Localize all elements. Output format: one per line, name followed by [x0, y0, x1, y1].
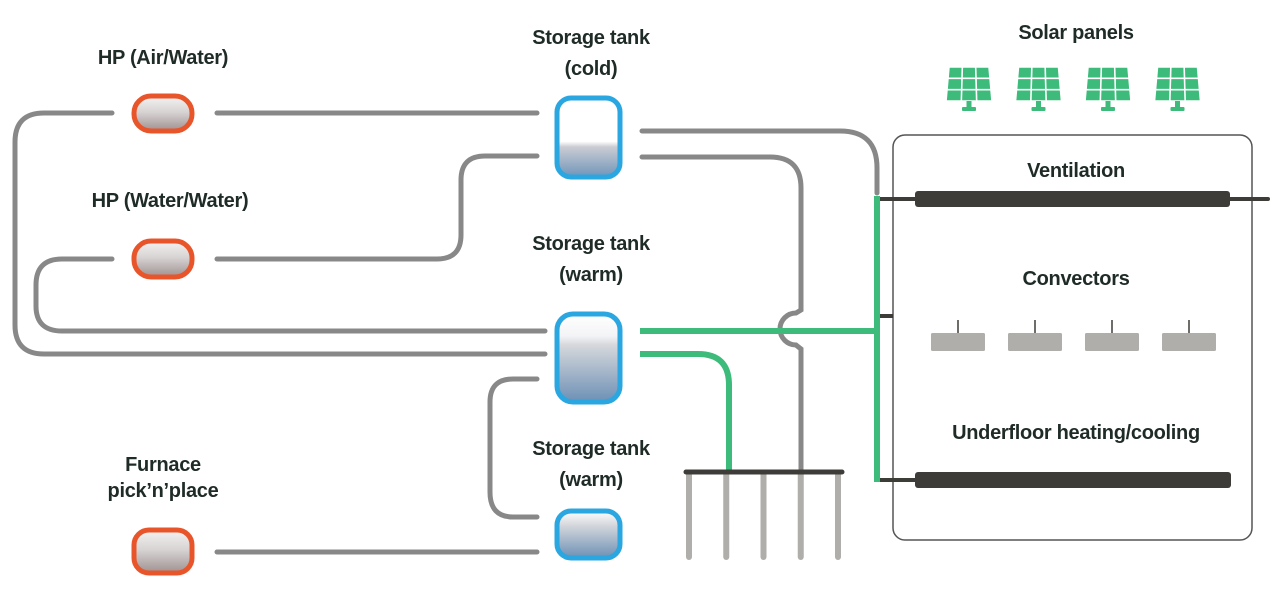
- label-text: (warm): [559, 469, 623, 491]
- storage-tank-warm-small-icon[interactable]: [554, 508, 623, 561]
- convector-icon[interactable]: [1162, 320, 1216, 351]
- convector-icon[interactable]: [1085, 320, 1139, 351]
- hp-air-water-label: HP (Air/Water): [97, 43, 229, 74]
- label-text: HP (Water/Water): [91, 190, 249, 212]
- heat-pump-icon[interactable]: [131, 238, 195, 280]
- grey-pipes: [12, 110, 880, 555]
- storage-tank-warm-icon[interactable]: [554, 311, 623, 405]
- label-text: Ventilation: [1027, 160, 1125, 182]
- pipe-warm-tank-bracket: [487, 376, 540, 520]
- label-text: Storage tank: [532, 233, 650, 255]
- pipe-hp-water-inner-loop: [33, 256, 548, 334]
- storage-tank-warm-small-label: Storage tank (warm): [532, 434, 650, 496]
- storage-tank-warm-label: Storage tank (warm): [532, 229, 650, 291]
- heat-pump-icon[interactable]: [131, 93, 195, 134]
- label-text: Storage tank: [532, 438, 650, 460]
- hp-water-water-label: HP (Water/Water): [92, 186, 249, 217]
- ground-probes: [683, 469, 845, 560]
- solar-panel-icon: [946, 67, 992, 111]
- convector-icon[interactable]: [931, 320, 985, 351]
- label-text: HP (Air/Water): [97, 47, 229, 69]
- convectors: [931, 320, 1216, 351]
- ventilation-unit[interactable]: [915, 191, 1230, 207]
- label-text: (cold): [564, 58, 618, 80]
- label-text: Furnace: [125, 454, 201, 476]
- storage-tank-cold-icon[interactable]: [554, 95, 623, 180]
- solar-panel-icon: [1016, 67, 1061, 111]
- label-text: Solar panels: [1018, 22, 1134, 44]
- pipe-hp-air-outer-loop: [12, 110, 548, 357]
- solar-panels: [946, 67, 1200, 111]
- convectors-label: Convectors: [1022, 264, 1129, 295]
- label-text: pick’n’place: [107, 480, 219, 502]
- furnace-icon[interactable]: [131, 527, 195, 576]
- pipe-cold-tank-to-ventilation: [639, 128, 880, 196]
- underfloor-label: Underfloor heating/cooling: [952, 418, 1200, 449]
- green-pipes: [640, 196, 880, 482]
- label-text: Underfloor heating/cooling: [952, 422, 1200, 444]
- label-text: Storage tank: [532, 27, 650, 49]
- convector-icon[interactable]: [1008, 320, 1062, 351]
- storage-tank-cold-label: Storage tank (cold): [532, 23, 650, 85]
- solar-panel-icon: [1085, 67, 1131, 111]
- pipe-hp-water-to-cold-tank: [214, 153, 540, 262]
- pipe-warm-tank-to-probes: [640, 351, 732, 470]
- label-text: Convectors: [1022, 268, 1130, 290]
- label-text: (warm): [559, 264, 623, 286]
- building-outline: [892, 134, 1253, 541]
- pipe-cold-tank-to-probes: [639, 154, 804, 475]
- ventilation-label: Ventilation: [1027, 156, 1125, 187]
- furnace-label: Furnace pick’n’place: [108, 452, 219, 504]
- solar-panels-label: Solar panels: [1018, 18, 1134, 49]
- solar-panel-icon: [1155, 67, 1200, 111]
- underfloor-heating-unit[interactable]: [915, 472, 1231, 488]
